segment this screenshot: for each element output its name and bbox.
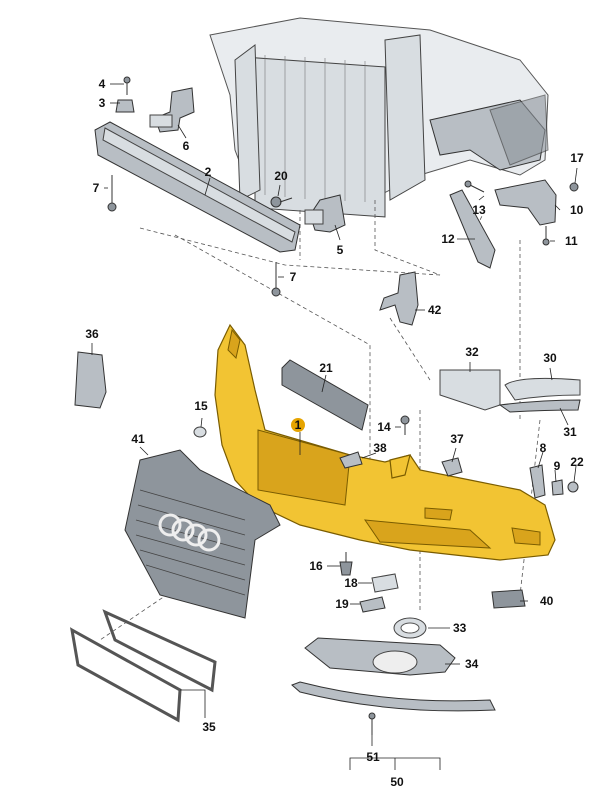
trim-part-30	[504, 377, 581, 401]
trim-part-32	[439, 369, 501, 411]
callout-label-50: 50	[390, 775, 404, 789]
bracket-part-5	[304, 194, 346, 233]
clip-part-9	[551, 479, 564, 496]
bracket-part-12	[449, 189, 496, 269]
callout-label-51: 51	[366, 750, 380, 764]
clip-part-38	[339, 451, 363, 469]
callout-labels: 1 2 3 4 5 6 7 7 8 9 10 11 12 13 14 15 16…	[85, 77, 584, 789]
callout-label-22: 22	[570, 455, 584, 469]
bracket-part-10	[494, 179, 557, 226]
cap-part-19	[359, 596, 386, 613]
callout-label-38: 38	[373, 441, 387, 455]
cover-part-36	[74, 351, 107, 409]
vehicle-front-structure	[209, 17, 549, 218]
nut-part-3	[115, 99, 135, 113]
screw-part-17	[569, 182, 579, 192]
leader-lines	[91, 83, 578, 770]
callout-label-20: 20	[274, 169, 288, 183]
bracket-part-8	[529, 464, 546, 499]
callout-label-40: 40	[540, 594, 554, 608]
callout-label-37: 37	[450, 432, 464, 446]
callout-label-21: 21	[319, 361, 333, 375]
nut-part-22	[567, 481, 579, 493]
trim-frame-part-35	[69, 609, 217, 723]
bumper-cover-part-1	[214, 323, 556, 561]
bracket-part-6	[149, 87, 195, 133]
clip-part-51	[368, 712, 376, 735]
screw-part-11	[542, 226, 550, 246]
bracket-part-42	[379, 271, 419, 326]
callout-label-3: 3	[99, 96, 106, 110]
clip-part-16	[339, 552, 353, 576]
callout-label-13: 13	[472, 203, 486, 217]
reinforcement-part-21	[281, 359, 369, 431]
fog-lamp-part-40	[491, 589, 526, 609]
callout-label-33: 33	[453, 621, 467, 635]
bolt-part-4	[123, 76, 131, 95]
callout-label-16: 16	[309, 559, 323, 573]
grille-part-34	[304, 637, 456, 676]
strip-part-50	[291, 681, 496, 712]
callout-label-2: 2	[205, 165, 212, 179]
callout-label-31: 31	[563, 425, 577, 439]
callout-label-32: 32	[465, 345, 479, 359]
screw-part-14	[400, 415, 410, 435]
callout-label-6: 6	[183, 139, 190, 153]
screw-part-13	[464, 180, 485, 193]
radiator-grille-part-41	[124, 449, 281, 619]
callout-label-7-upper: 7	[93, 181, 100, 195]
callout-label-15: 15	[194, 399, 208, 413]
bolt-part-20	[270, 196, 293, 208]
callout-label-17: 17	[570, 151, 584, 165]
callout-label-5: 5	[337, 243, 344, 257]
callout-label-19: 19	[335, 597, 349, 611]
plug-part-15	[193, 426, 207, 438]
callout-label-36: 36	[85, 327, 99, 341]
trim-part-31	[498, 399, 581, 413]
callout-label-42: 42	[428, 303, 442, 317]
callout-badge-1	[291, 418, 305, 432]
callout-label-12: 12	[441, 232, 455, 246]
callout-label-9: 9	[554, 459, 561, 473]
callout-label-30: 30	[543, 351, 557, 365]
bolt-part-7-upper	[107, 175, 117, 212]
cap-part-18	[371, 573, 399, 593]
callout-label-34: 34	[465, 657, 479, 671]
callout-label-18: 18	[344, 576, 358, 590]
callout-label-4: 4	[99, 77, 106, 91]
bolt-part-7-lower	[271, 262, 281, 297]
callout-label-35: 35	[202, 720, 216, 734]
impact-bar-part-2	[94, 121, 301, 253]
callout-label-41: 41	[131, 432, 145, 446]
callout-label-7-lower: 7	[290, 270, 297, 284]
ring-part-33	[393, 617, 427, 639]
callout-label-10: 10	[570, 203, 584, 217]
callout-label-1: 1	[295, 418, 302, 432]
callout-label-8: 8	[540, 441, 547, 455]
callout-label-14: 14	[377, 420, 391, 434]
callout-label-11: 11	[565, 234, 578, 248]
